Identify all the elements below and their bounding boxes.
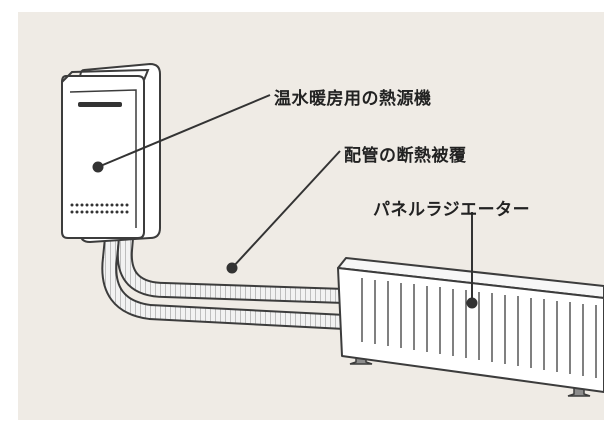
pipe-insulation-label: 配管の断熱被覆	[344, 146, 467, 166]
leader-lines	[92, 94, 478, 309]
heat-source-label: 温水暖房用の熱源機	[274, 89, 432, 109]
water-heater-icon	[61, 62, 161, 244]
panel-radiator-icon	[337, 257, 604, 397]
pipe-icon	[101, 237, 346, 330]
panel-radiator-label: パネルラジエーター	[373, 200, 531, 220]
